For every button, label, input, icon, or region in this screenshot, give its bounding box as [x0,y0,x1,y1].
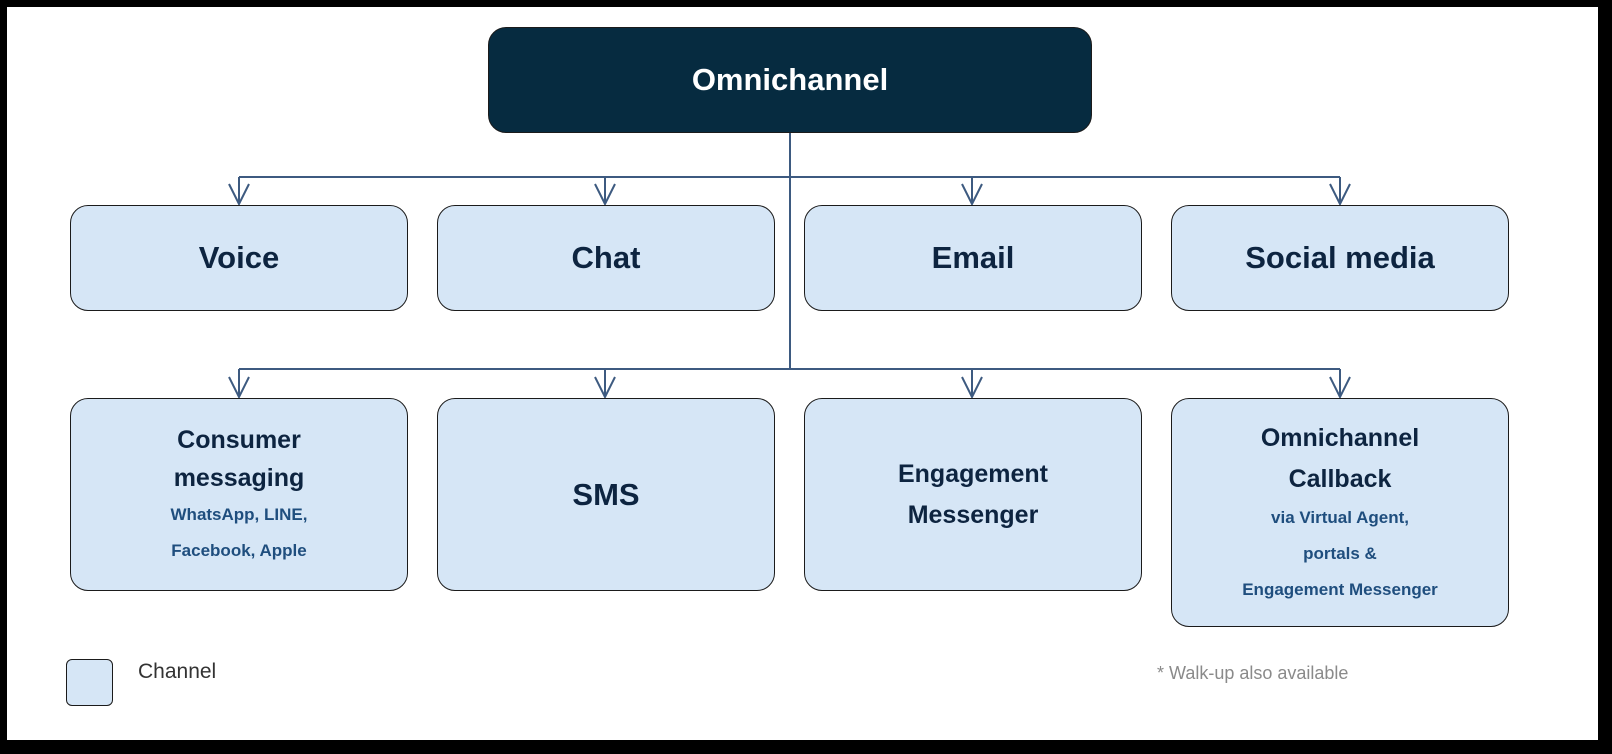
channel-node-label: Email [931,240,1015,276]
node-subtitle-line: Facebook, Apple [171,540,307,560]
channel-node-consumer-messaging: Consumer messaging WhatsApp, LINE, Faceb… [70,398,408,591]
arrowhead-chat [594,183,616,207]
node-subtitle-line: via Virtual Agent, [1271,507,1409,527]
arrowhead-callback [1329,376,1351,400]
channel-node-email: Email [804,205,1142,311]
node-title-line: Callback [1288,464,1392,493]
node-subtitle-line: WhatsApp, LINE, [170,504,308,524]
arrowhead-engagement [961,376,983,400]
connector-lines [228,132,1351,400]
root-node-label: Omnichannel [691,62,889,97]
node-title-line: Omnichannel [1260,423,1420,452]
node-title-line: messaging [173,463,305,492]
channel-node-engagement-messenger: Engagement Messenger [804,398,1142,591]
footnote: * Walk-up also available [1157,663,1349,683]
arrowhead-voice [228,183,250,207]
channel-node-label: Chat [571,240,641,276]
arrowhead-social [1329,183,1351,207]
channel-node-voice: Voice [70,205,408,311]
channel-node-label: Social media [1245,240,1435,276]
diagram-canvas: Omnichannel Voice Chat Email Social medi… [7,7,1598,740]
channel-node-chat: Chat [437,205,775,311]
arrowhead-sms [594,376,616,400]
channel-node-label: Voice [198,240,280,276]
legend-label: Channel [138,660,217,683]
legend-swatch-channel [66,659,113,706]
node-title-line: Messenger [907,500,1039,529]
root-node-omnichannel: Omnichannel [488,27,1092,133]
channel-node-social-media: Social media [1171,205,1509,311]
channel-node-sms: SMS [437,398,775,591]
node-subtitle-line: portals & [1303,543,1377,563]
node-title-line: Engagement [897,459,1049,488]
node-subtitle-line: Engagement Messenger [1242,579,1438,599]
channel-node-label: SMS [572,476,640,512]
channel-node-omnichannel-callback: Omnichannel Callback via Virtual Agent, … [1171,398,1509,627]
arrowhead-email [961,183,983,207]
node-title-line: Consumer [177,425,301,454]
arrowhead-consumer [228,376,250,400]
